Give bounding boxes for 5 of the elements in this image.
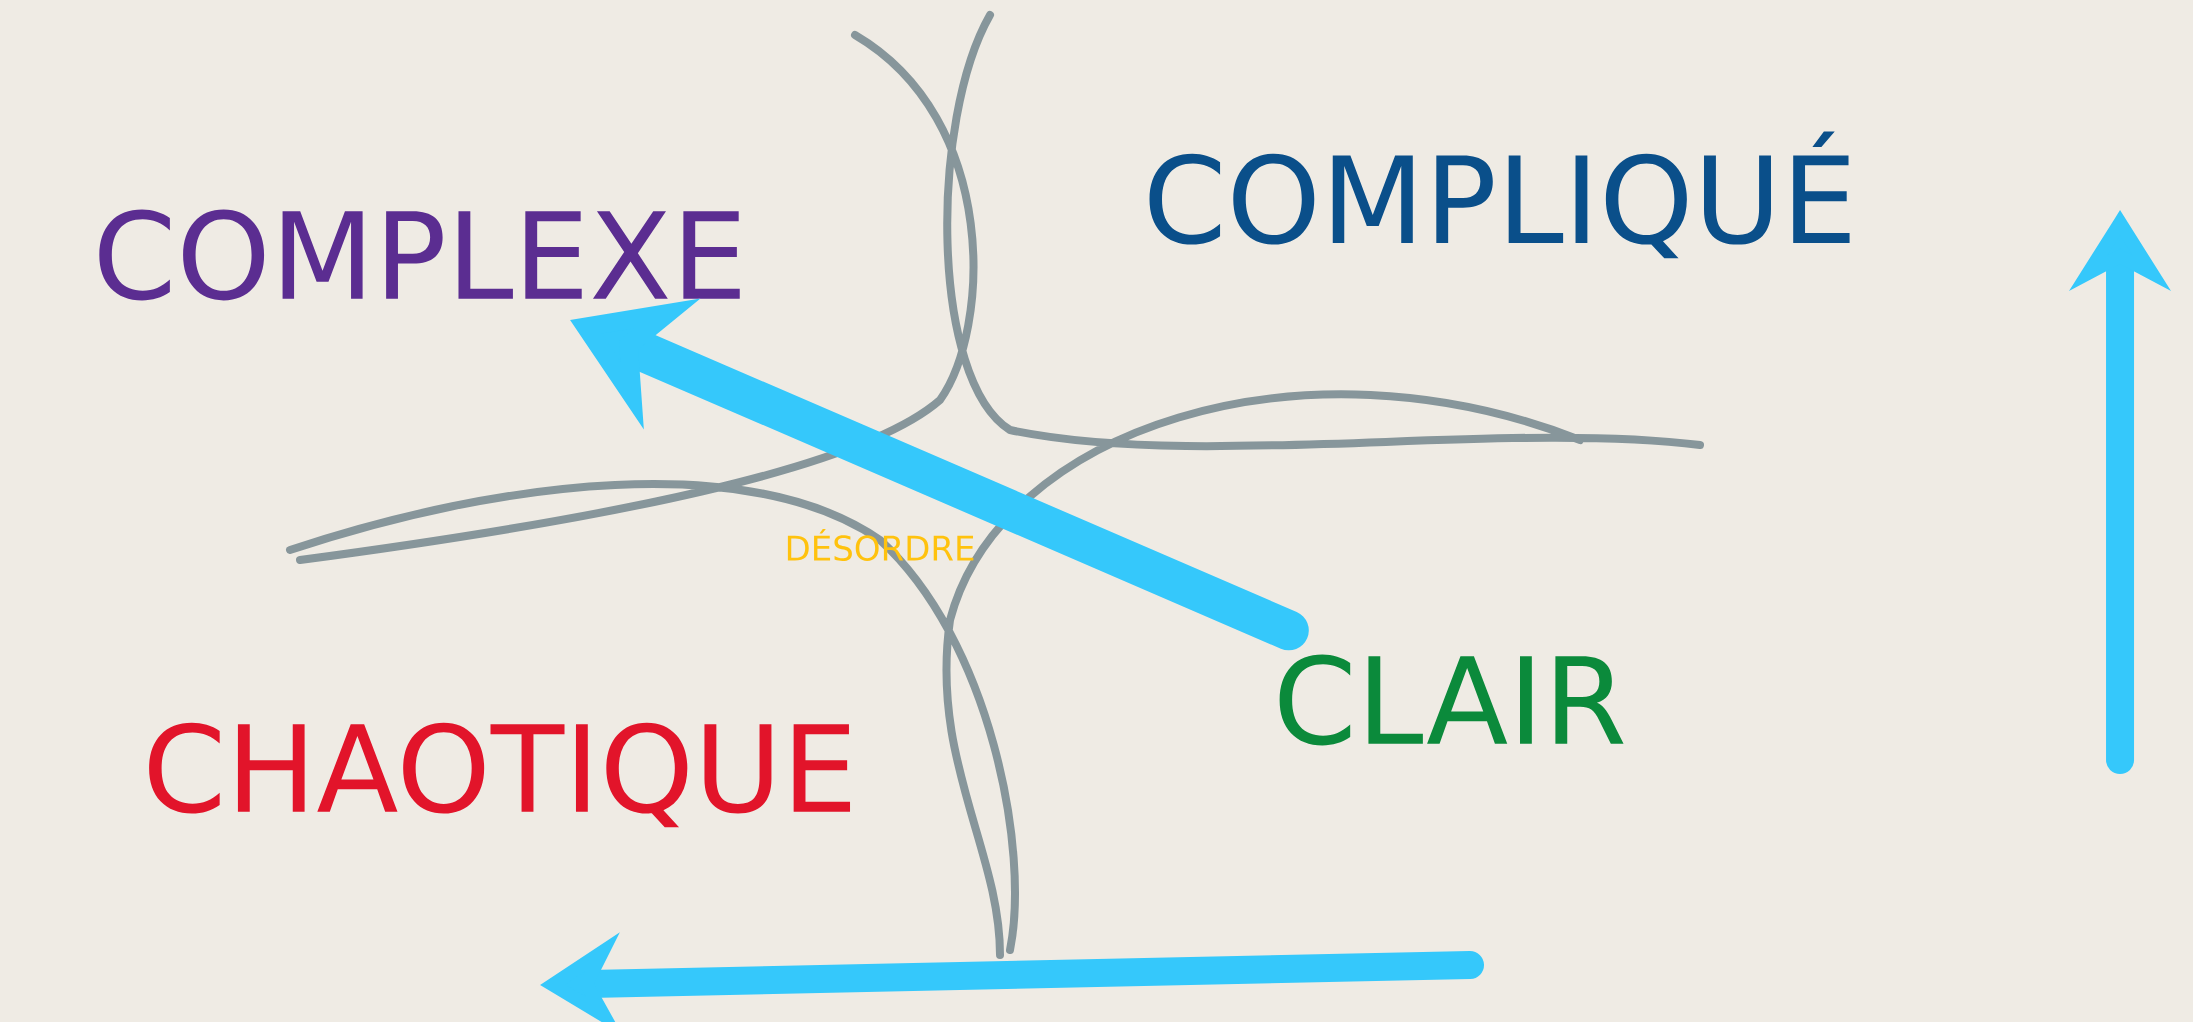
domain-label: COMPLIQUÉ — [1149, 131, 1850, 259]
domain-label: CLAIR — [1279, 654, 1624, 746]
domain-label: CHAOTIQUE — [149, 722, 850, 828]
center-label: DÉSORDRE — [787, 529, 974, 561]
domain-label: COMPLEXE — [99, 209, 740, 301]
